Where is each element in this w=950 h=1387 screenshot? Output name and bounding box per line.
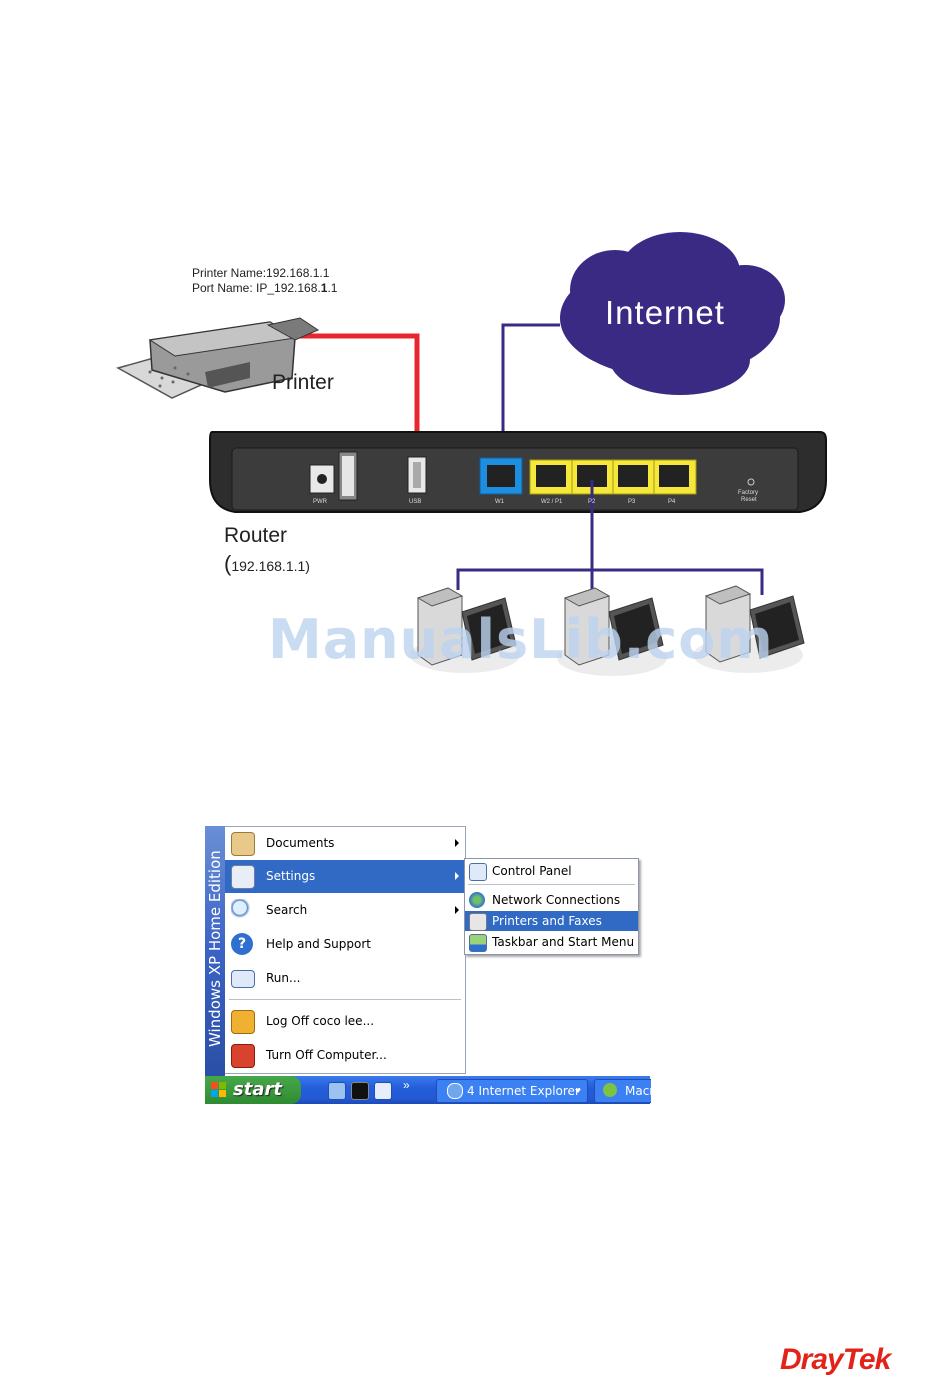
network-diagram bbox=[116, 232, 827, 676]
computer-1 bbox=[410, 587, 520, 673]
printer-icon bbox=[469, 913, 487, 931]
taskbar-button-macromedia[interactable]: Macr bbox=[594, 1079, 655, 1103]
menu-item-label: Log Off coco lee... bbox=[266, 1014, 375, 1028]
ie-icon bbox=[447, 1083, 463, 1099]
port-label-factory: Factory bbox=[738, 490, 759, 496]
menu-item-label: Settings bbox=[266, 869, 316, 883]
chevron-down-icon bbox=[575, 1089, 581, 1093]
port-name-bold: 1 bbox=[320, 281, 328, 295]
cmd-icon[interactable] bbox=[351, 1082, 369, 1100]
taskbar-icon bbox=[469, 934, 487, 952]
taskbar-button-label: Macr bbox=[625, 1084, 655, 1098]
submenu-item-label: Printers and Faxes bbox=[492, 914, 602, 928]
router-ip: 192.168.1.1) bbox=[231, 558, 310, 574]
router-ip-paren: ( bbox=[224, 551, 232, 576]
start-menu: Documents Settings Search ? Help and Sup… bbox=[225, 826, 466, 1074]
menu-separator bbox=[229, 999, 461, 1000]
port-label-p3: P3 bbox=[628, 499, 636, 505]
help-icon: ? bbox=[231, 933, 253, 955]
menu-item-documents[interactable]: Documents bbox=[225, 827, 465, 860]
power-icon bbox=[231, 1044, 255, 1068]
menu-item-settings[interactable]: Settings bbox=[225, 860, 465, 893]
taskbar: start » 4 Internet Explorer Macr bbox=[205, 1076, 655, 1104]
printer-name-label: Printer Name:192.168.1.1 bbox=[192, 266, 330, 280]
submenu-arrow-icon bbox=[455, 906, 459, 914]
start-menu-side-banner: Windows XP Home Edition bbox=[205, 826, 225, 1076]
computer-3 bbox=[693, 585, 805, 673]
port-label-pwr: PWR bbox=[313, 499, 327, 505]
submenu-item-label: Taskbar and Start Menu bbox=[492, 935, 635, 949]
ie-quicklaunch-icon[interactable] bbox=[374, 1082, 392, 1100]
port-name-suffix: .1 bbox=[327, 281, 338, 295]
settings-icon bbox=[231, 865, 255, 889]
run-icon bbox=[231, 970, 255, 988]
port-label-p2: P2 bbox=[588, 499, 596, 505]
submenu-item-printers-faxes[interactable]: Printers and Faxes bbox=[465, 911, 638, 931]
port-label-usb: USB bbox=[409, 499, 422, 505]
router-illustration bbox=[209, 431, 827, 513]
menu-item-label: Search bbox=[266, 903, 308, 917]
submenu-item-network-connections[interactable]: Network Connections bbox=[465, 890, 638, 910]
start-button[interactable]: start bbox=[205, 1076, 301, 1104]
port-label-w1: W1 bbox=[495, 499, 504, 505]
printer-illustration bbox=[116, 317, 320, 399]
logoff-icon bbox=[231, 1010, 255, 1034]
submenu-item-label: Network Connections bbox=[492, 893, 621, 907]
port-label-w2p1: W2 / P1 bbox=[541, 499, 563, 505]
start-menu-screenshot: Windows XP Home Edition Documents Settin… bbox=[205, 826, 655, 1104]
side-banner-text: Windows XP Home Edition bbox=[206, 850, 224, 1047]
quicklaunch-more-icon[interactable]: » bbox=[403, 1078, 410, 1092]
menu-item-label: Documents bbox=[266, 836, 335, 850]
menu-item-run[interactable]: Run... bbox=[225, 962, 465, 995]
search-icon bbox=[231, 899, 253, 921]
submenu-item-taskbar[interactable]: Taskbar and Start Menu bbox=[465, 932, 638, 952]
menu-item-label: Help and Support bbox=[266, 937, 371, 951]
menu-item-turnoff[interactable]: Turn Off Computer... bbox=[225, 1039, 465, 1072]
router-ip-label: (192.168.1.1) bbox=[224, 551, 310, 577]
menu-item-help[interactable]: ? Help and Support bbox=[225, 928, 465, 961]
router-label: Router bbox=[224, 524, 288, 547]
printer-label: Printer bbox=[272, 371, 334, 394]
settings-submenu: Control Panel Network Connections Printe… bbox=[464, 858, 639, 955]
draytek-logo: DrayTek bbox=[780, 1343, 891, 1376]
internet-label: Internet bbox=[605, 294, 725, 331]
internet-cloud bbox=[560, 232, 785, 395]
network-connections-icon bbox=[469, 892, 485, 908]
port-label-p4: P4 bbox=[668, 499, 676, 505]
menu-item-label: Turn Off Computer... bbox=[266, 1048, 387, 1062]
macromedia-icon bbox=[603, 1083, 617, 1097]
submenu-item-control-panel[interactable]: Control Panel bbox=[465, 861, 638, 881]
desktop-icon[interactable] bbox=[328, 1082, 346, 1100]
submenu-item-label: Control Panel bbox=[492, 864, 572, 878]
watermark: ManualsLib.com bbox=[268, 608, 774, 671]
computer-2 bbox=[557, 587, 667, 676]
printer-cable bbox=[290, 333, 420, 470]
start-label: start bbox=[233, 1079, 282, 1100]
wan-cable bbox=[501, 323, 560, 470]
port-label-reset: Reset bbox=[741, 497, 757, 503]
taskbar-button-label: 4 Internet Explorer bbox=[467, 1084, 580, 1098]
submenu-arrow-icon bbox=[455, 839, 459, 847]
submenu-arrow-icon bbox=[455, 872, 459, 880]
port-name-label: Port Name: IP_192.168.1.1 bbox=[192, 281, 337, 295]
control-panel-icon bbox=[469, 863, 487, 881]
taskbar-button-ie[interactable]: 4 Internet Explorer bbox=[436, 1079, 588, 1103]
submenu-separator bbox=[468, 884, 635, 885]
menu-item-label: Run... bbox=[266, 971, 301, 985]
documents-icon bbox=[231, 832, 255, 856]
port-name-prefix: Port Name: IP_192.168. bbox=[192, 281, 321, 295]
menu-item-logoff[interactable]: Log Off coco lee... bbox=[225, 1005, 465, 1038]
windows-flag-icon bbox=[211, 1082, 226, 1097]
menu-item-search[interactable]: Search bbox=[225, 894, 465, 927]
